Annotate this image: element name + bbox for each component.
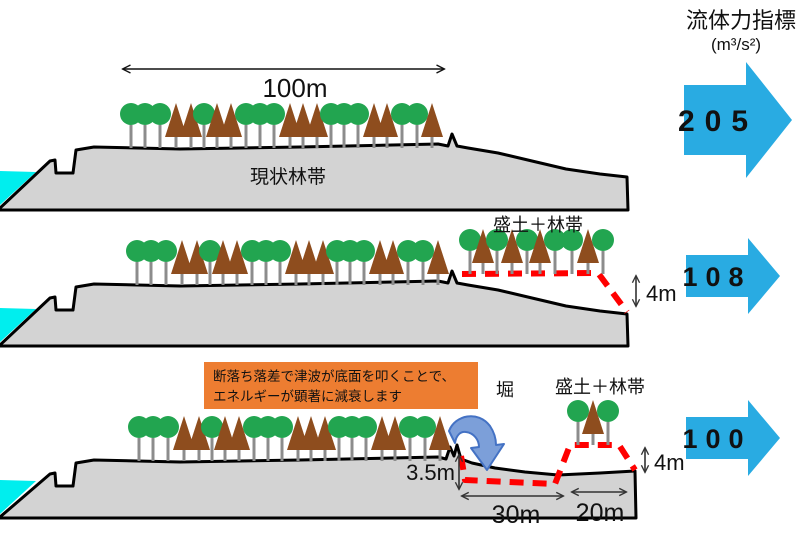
broadleaf-tree-icon [592,229,614,251]
broadleaf-tree-icon [263,103,285,125]
conifer-tree-icon [173,416,195,450]
conifer-tree-icon [165,103,187,137]
fluid-force-value: 100 [682,424,751,454]
conifer-tree-icon [212,240,234,274]
conifer-tree-icon [214,416,236,450]
conifer-tree-icon [314,416,336,450]
broadleaf-tree-icon [199,240,221,262]
broadleaf-tree-icon [155,240,177,262]
tsunami-drop-arrow-icon [448,415,505,471]
conifer-tree-icon [312,240,334,274]
broadleaf-tree-icon [347,103,369,125]
fluid-force-value: 108 [682,262,751,292]
conifer-tree-icon [577,229,599,263]
conifer-tree-icon [298,240,320,274]
broadleaf-tree-icon [271,416,293,438]
conifer-tree-icon [306,103,328,137]
conifer-tree-icon [582,400,604,434]
broadleaf-tree-icon [406,103,428,125]
conifer-tree-icon [300,416,322,450]
broadleaf-tree-icon [561,229,583,251]
moat-width-label: 30m [492,501,541,529]
broadleaf-tree-icon [201,416,223,438]
conifer-tree-icon [529,229,551,263]
broadleaf-tree-icon [459,229,481,251]
fluid-force-index-column: 流体力指標 (m³/s²) 205 108 100 [678,8,796,476]
broadleaf-tree-icon [544,229,566,251]
conifer-tree-icon [384,416,406,450]
conifer-tree-icon [501,229,523,263]
drop-height-label: 3.5m [406,460,455,485]
embankment-width-label: 20m [576,499,625,527]
sea-icon [0,171,36,205]
moat-embankment-dashed-outline [458,442,638,487]
callout-line-2: エネルギーが顕著に減衰します [213,388,402,404]
conifer-tree-icon [186,240,208,274]
broadleaf-tree-icon [355,416,377,438]
broadleaf-tree-icon [149,103,171,125]
conifer-tree-icon [421,103,443,137]
embankment-dashed-outline [461,270,630,314]
conifer-tree-icon [228,416,250,450]
panel-current-forest: 100m 現状林帯 [0,69,630,212]
panel-moat-embankment-forest: 断落ち落差で津波が底面を叩くことで、 エネルギーが顕著に減衰します 堀 盛土＋林… [0,362,685,529]
conifer-tree-icon [206,103,228,137]
block-arrow-icon [684,62,792,178]
sea-icon [0,308,36,342]
belt-width-label: 100m [262,73,327,103]
conifer-tree-icon [382,240,404,274]
broadleaf-tree-icon [414,416,436,438]
fluid-force-title: 流体力指標 [686,8,796,33]
forest-belt-trees [120,103,443,148]
panel-current-label: 現状林帯 [250,166,326,188]
conifer-tree-icon [292,103,314,137]
broadleaf-tree-icon [353,240,375,262]
conifer-tree-icon [376,103,398,137]
conifer-tree-icon [188,416,210,450]
moat-label: 堀 [496,380,514,400]
broadleaf-tree-icon [597,400,619,422]
broadleaf-tree-icon [567,400,589,422]
fluid-force-arrow-205: 205 [678,62,792,178]
block-arrow-icon [686,400,780,476]
broadleaf-tree-icon [193,103,215,125]
broadleaf-tree-icon [486,229,508,251]
embankment-label: 盛土＋林帯 [493,215,583,235]
forest-belt-trees [128,416,451,461]
broadleaf-tree-icon [412,240,434,262]
embankment-height-label: 4m [654,450,685,475]
block-arrow-icon [686,238,780,314]
conifer-tree-icon [226,240,248,274]
conifer-tree-icon [220,103,242,137]
embankment-trees [459,229,614,274]
fluid-force-value: 205 [678,105,758,138]
panel-embankment-forest: 盛土＋林帯 4m [0,215,677,348]
forest-belt-trees [126,240,449,285]
broadleaf-tree-icon [516,229,538,251]
broadleaf-tree-icon [269,240,291,262]
ground-profile [0,132,630,212]
broadleaf-tree-icon [157,416,179,438]
conifer-tree-icon [472,229,494,263]
fluid-force-unit: (m³/s²) [711,35,761,54]
callout-line-1: 断落ち落差で津波が底面を叩くことで、 [213,369,455,384]
energy-dissipation-callout [204,362,478,409]
ground-profile [0,269,630,348]
embankment-height-label: 4m [646,281,677,306]
fluid-force-arrow-108: 108 [682,238,780,314]
conifer-tree-icon [427,240,449,274]
conifer-tree-icon [180,103,202,137]
embankment-label: 盛土＋林帯 [555,377,645,397]
conifer-tree-icon [429,416,451,450]
conifer-tree-icon [171,240,193,274]
fluid-force-arrow-100: 100 [682,400,780,476]
sea-icon [0,480,36,514]
embankment-trees [567,400,619,445]
